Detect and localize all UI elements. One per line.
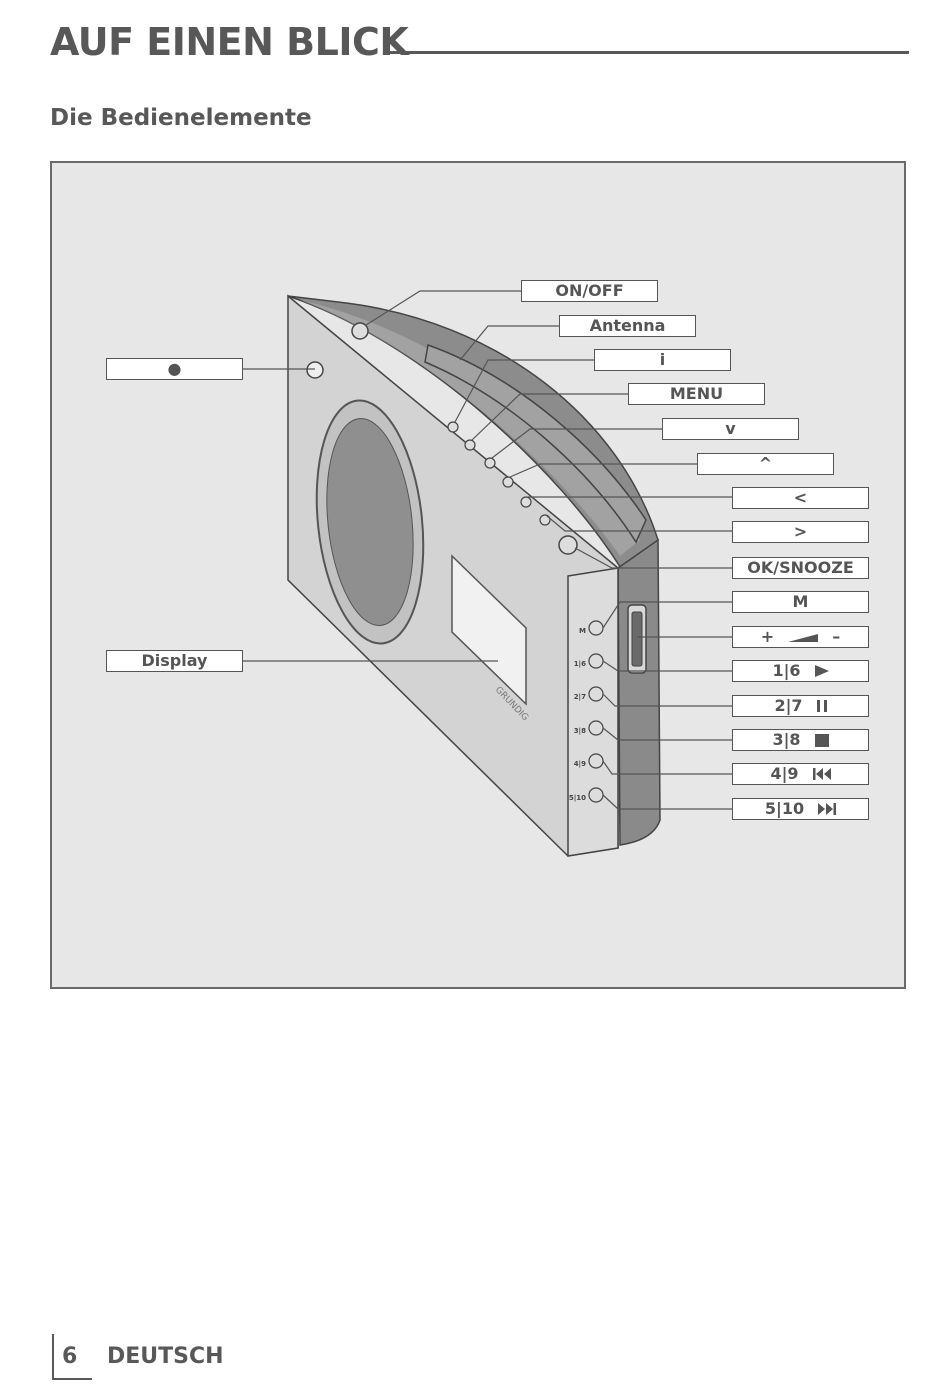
side-4-9-knob: [588, 753, 604, 769]
down-knob: [484, 457, 496, 469]
leader-2-7: [602, 693, 732, 707]
side-2-7-knob: [588, 686, 604, 702]
up-knob: [502, 476, 514, 488]
label-right: >: [732, 521, 869, 543]
volume-slider-thumb: [631, 611, 643, 667]
chevron-down-icon: v: [725, 419, 736, 438]
volume-wedge-icon: [788, 634, 819, 642]
label-preset-5-10: 5|10: [732, 798, 869, 820]
play-icon: [814, 665, 829, 677]
label-down: v: [662, 418, 799, 440]
label-left: <: [732, 487, 869, 509]
side-5-10-knob: [588, 787, 604, 803]
info-knob: [447, 421, 459, 433]
leader-4-9: [602, 760, 732, 775]
side-label-5-10: 5|10: [569, 794, 586, 803]
side-label-4-9: 4|9: [574, 760, 586, 769]
skip-next-icon: [818, 803, 837, 815]
speaker-grille: [326, 417, 414, 627]
label-up: ^: [697, 453, 834, 475]
label-memory: M: [732, 591, 869, 613]
chevron-left-icon: <: [793, 488, 808, 507]
leader-up: [509, 463, 697, 478]
leader-info: [454, 359, 594, 423]
leader-3-8: [602, 727, 732, 741]
leader-down: [491, 428, 662, 459]
label-menu: MENU: [628, 383, 765, 405]
leader-menu: [471, 393, 628, 441]
label-volume: + –: [732, 626, 869, 648]
chevron-right-icon: >: [793, 522, 808, 541]
leader-ok: [574, 547, 732, 569]
radio-button-strip: [567, 567, 619, 857]
leader-antenna: [459, 325, 559, 361]
label-on-off: ON/OFF: [521, 280, 658, 302]
footer-language: DEUTSCH: [107, 1344, 224, 1369]
side-3-8-knob: [588, 720, 604, 736]
side-label-2-7: 2|7: [574, 693, 586, 702]
leader-right: [546, 515, 732, 532]
leader-5-10: [602, 794, 732, 810]
label-antenna: Antenna: [559, 315, 696, 337]
side-label-3-8: 3|8: [574, 727, 586, 736]
headphone-jack-icon: [306, 361, 324, 379]
page-number-box: 6: [52, 1334, 92, 1380]
side-1-6-knob: [588, 653, 604, 669]
label-ok-snooze: OK/SNOOZE: [732, 557, 869, 579]
on-off-knob: [351, 322, 369, 340]
right-knob: [539, 514, 551, 526]
label-display: Display: [106, 650, 243, 672]
leader-m: [602, 601, 732, 629]
left-knob: [520, 496, 532, 508]
menu-knob: [464, 439, 476, 451]
ok-snooze-knob: [558, 535, 578, 555]
page-title: AUF EINEN BLICK: [50, 20, 409, 64]
chevron-up-icon: ^: [758, 454, 773, 473]
label-preset-1-6: 1|6: [732, 660, 869, 682]
label-preset-3-8: 3|8: [732, 729, 869, 751]
label-headphone: ●: [106, 358, 243, 380]
label-info: i: [594, 349, 731, 371]
label-preset-2-7: 2|7: [732, 695, 869, 717]
skip-previous-icon: [812, 768, 831, 780]
side-label-1-6: 1|6: [574, 660, 586, 669]
stop-icon: [814, 733, 829, 747]
page-number: 6: [62, 1344, 78, 1369]
pause-icon: [816, 700, 827, 712]
section-title: Die Bedienelemente: [50, 105, 312, 131]
side-label-m: M: [579, 627, 586, 635]
display-screen: [451, 554, 527, 706]
leader-1-6: [602, 660, 732, 672]
title-rule: [388, 51, 909, 54]
radio-right-side: [617, 538, 661, 846]
label-preset-4-9: 4|9: [732, 763, 869, 785]
side-m-knob: [588, 620, 604, 636]
leader-on-off: [365, 290, 521, 326]
